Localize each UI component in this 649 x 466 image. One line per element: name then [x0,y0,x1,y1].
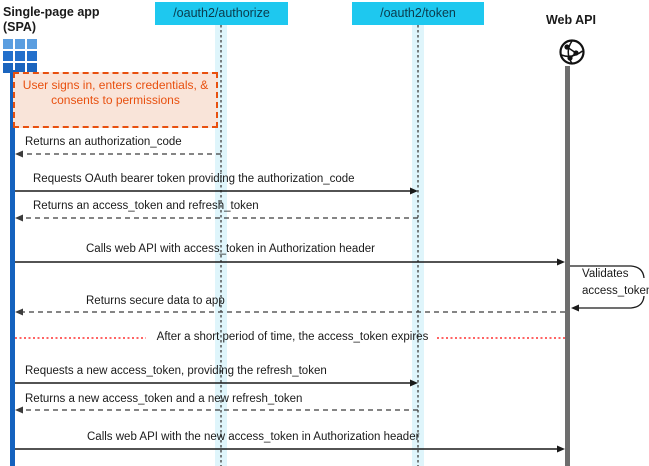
web-api-activation-bar [565,66,570,466]
arrowhead-right [557,258,565,266]
message-label: Calls web API with access_token in Autho… [86,243,375,255]
web-api-title: Web API [545,13,596,27]
message-label: Returns an authorization_code [25,136,182,148]
arrowhead-left [15,308,23,316]
spa-title-line1: Single-page app [3,5,100,19]
message-label: Returns a new access_token and a new ref… [25,393,303,405]
token-expiry-separator-text: After a short period of time, the access… [156,331,429,343]
spa-actor-title: Single-page app (SPA) [3,5,100,35]
message-label: Returns secure data to app [86,295,225,307]
app-grid-icon [3,39,37,73]
token-lifeline-band [412,25,424,466]
user-signin-note: User signs in, enters credentials, & con… [13,72,218,128]
spa-activation-bar [10,70,15,466]
authorize-endpoint-box: /oauth2/authorize [155,2,288,25]
spa-title-line2: (SPA) [3,20,37,34]
arrowhead-left [571,304,579,312]
message-label: Requests OAuth bearer token providing th… [33,173,355,185]
validates-note-line1: Validates [582,268,629,280]
message-label: Calls web API with the new access_token … [87,431,420,443]
arrowhead-left [15,214,23,222]
validates-note-line2: access_token [582,285,649,297]
arrowhead-left [15,150,23,158]
globe-network-icon [559,39,585,65]
arrowhead-right [557,445,565,453]
message-label: Requests a new access_token, providing t… [25,365,327,377]
arrowhead-left [15,406,23,414]
token-endpoint-box: /oauth2/token [352,2,484,25]
message-label: Returns an access_token and refresh_toke… [33,200,259,212]
validates-token-note: Validates access_token [582,266,649,300]
